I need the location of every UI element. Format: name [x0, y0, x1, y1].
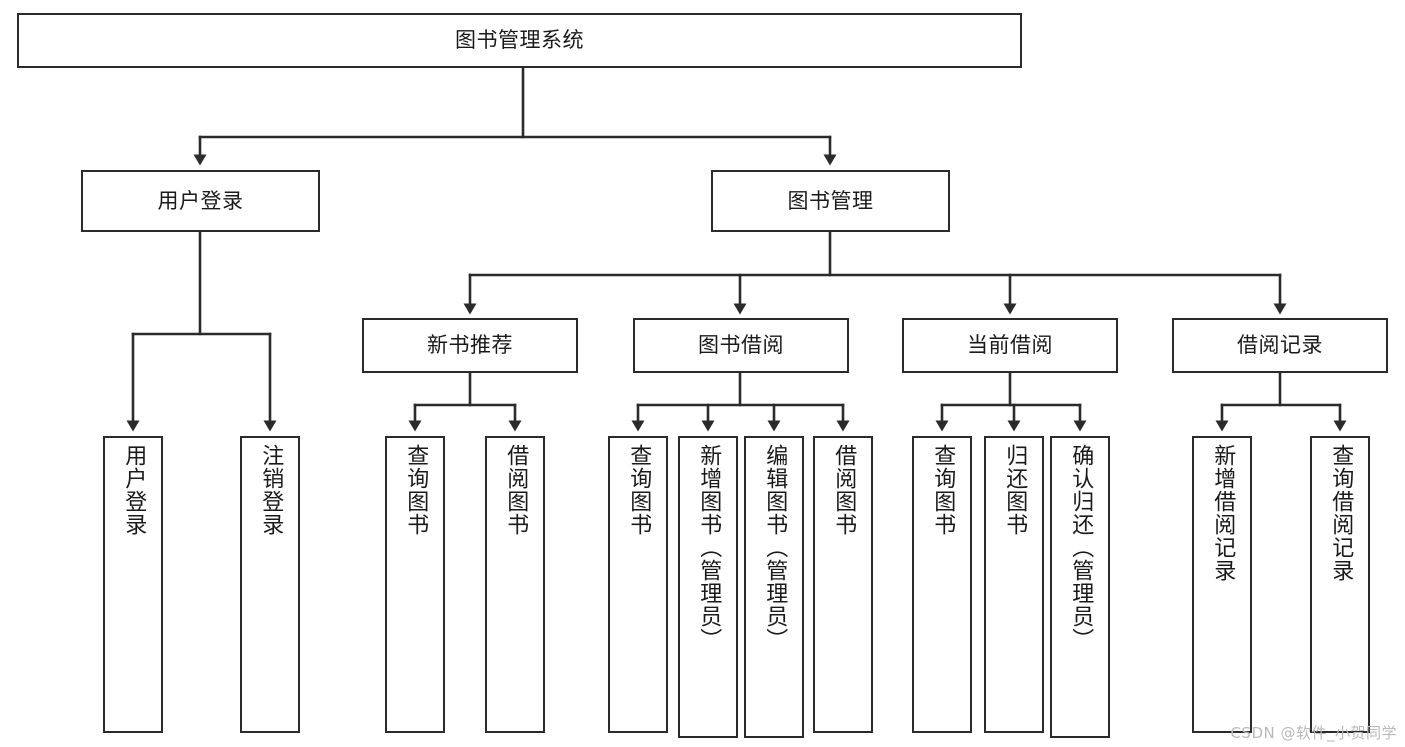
- node-leaf-query-book-rec-label: 查询图书: [403, 444, 429, 536]
- node-leaf-query-borrow-record-label: 查询借阅记录: [1328, 444, 1354, 582]
- node-book-borrow-label: 图书借阅: [698, 333, 784, 358]
- node-book-manage-label: 图书管理: [787, 188, 874, 213]
- node-borrow-record-label: 借阅记录: [1237, 333, 1323, 358]
- node-leaf-return-book[interactable]: 归还图书: [984, 436, 1044, 733]
- node-leaf-query-book-borrow-label: 查询图书: [626, 444, 652, 536]
- node-leaf-add-borrow-record[interactable]: 新增借阅记录: [1192, 436, 1252, 733]
- node-leaf-user-login[interactable]: 用户登录: [103, 436, 163, 733]
- node-leaf-add-borrow-record-label: 新增借阅记录: [1210, 444, 1236, 582]
- node-current-borrow[interactable]: 当前借阅: [902, 318, 1118, 373]
- node-leaf-return-book-label: 归还图书: [1002, 444, 1028, 536]
- node-book-borrow[interactable]: 图书借阅: [633, 318, 849, 373]
- node-leaf-confirm-return[interactable]: 确认归还（管理员）: [1050, 436, 1110, 738]
- node-leaf-edit-book-label: 编辑图书（管理员）: [762, 444, 788, 651]
- node-book-manage[interactable]: 图书管理: [711, 170, 950, 232]
- node-leaf-user-logout[interactable]: 注销登录: [240, 436, 300, 733]
- node-leaf-query-book-current[interactable]: 查询图书: [912, 436, 972, 733]
- node-leaf-borrow-book-rec[interactable]: 借阅图书: [485, 436, 545, 733]
- node-leaf-add-book-label: 新增图书（管理员）: [696, 444, 722, 651]
- node-leaf-borrow-book[interactable]: 借阅图书: [813, 436, 873, 733]
- node-new-book-rec[interactable]: 新书推荐: [362, 318, 578, 373]
- node-leaf-query-book-rec[interactable]: 查询图书: [385, 436, 445, 733]
- node-leaf-borrow-book-rec-label: 借阅图书: [503, 444, 529, 536]
- node-leaf-user-logout-label: 注销登录: [258, 444, 284, 536]
- node-root-label: 图书管理系统: [455, 28, 584, 53]
- node-user-login-label: 用户登录: [157, 188, 244, 213]
- node-user-login[interactable]: 用户登录: [81, 170, 320, 232]
- node-leaf-user-login-label: 用户登录: [121, 444, 147, 536]
- node-root[interactable]: 图书管理系统: [17, 13, 1022, 68]
- node-leaf-query-book-borrow[interactable]: 查询图书: [608, 436, 668, 733]
- node-leaf-confirm-return-label: 确认归还（管理员）: [1068, 444, 1094, 651]
- node-leaf-edit-book[interactable]: 编辑图书（管理员）: [744, 436, 804, 738]
- node-leaf-query-borrow-record[interactable]: 查询借阅记录: [1310, 436, 1370, 733]
- node-leaf-borrow-book-label: 借阅图书: [831, 444, 857, 536]
- node-current-borrow-label: 当前借阅: [967, 333, 1053, 358]
- node-leaf-query-book-current-label: 查询图书: [930, 444, 956, 536]
- node-new-book-rec-label: 新书推荐: [427, 333, 513, 358]
- watermark: CSDN @软件_小贺同学: [1230, 724, 1397, 742]
- node-leaf-add-book[interactable]: 新增图书（管理员）: [678, 436, 738, 738]
- node-borrow-record[interactable]: 借阅记录: [1172, 318, 1388, 373]
